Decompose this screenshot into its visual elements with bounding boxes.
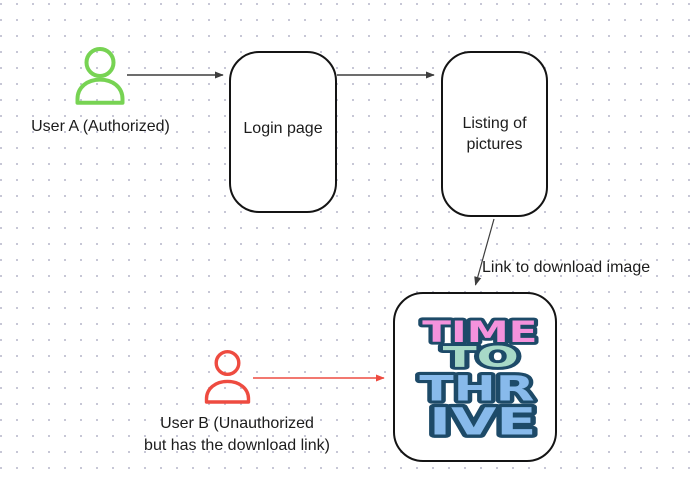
node-listing-label: Listing of pictures: [462, 113, 526, 155]
node-download-image[interactable]: TIME TO THR IVE: [393, 292, 557, 462]
wordart-line-2: TO: [443, 341, 519, 374]
person-head: [214, 350, 241, 377]
user-a-label[interactable]: User A (Authorized): [31, 118, 170, 135]
node-listing-label-line2: pictures: [466, 136, 523, 153]
download-link-edge-label[interactable]: Link to download image: [482, 259, 651, 276]
user-b-label-line2: but has the download link): [144, 437, 330, 454]
time-to-thrive-image: TIME TO THR IVE: [416, 312, 540, 447]
wordart-line-3: THR: [419, 368, 534, 409]
person-head: [84, 47, 116, 78]
node-login-page[interactable]: Login page: [229, 51, 337, 213]
user-a-person-icon[interactable]: [75, 47, 125, 105]
person-body: [204, 379, 251, 404]
wordart-line-4: IVE: [429, 401, 536, 444]
person-body: [75, 77, 125, 105]
user-b-person-icon[interactable]: [204, 350, 251, 404]
user-b-label-line1: User B (Unauthorized: [160, 415, 314, 432]
wordart-line-1: TIME: [422, 315, 537, 349]
user-b-label[interactable]: User B (Unauthorized but has the downloa…: [107, 413, 367, 457]
node-listing-label-line1: Listing of: [462, 115, 527, 132]
node-listing-of-pictures[interactable]: Listing of pictures: [441, 51, 548, 217]
node-login-page-label: Login page: [243, 119, 323, 137]
